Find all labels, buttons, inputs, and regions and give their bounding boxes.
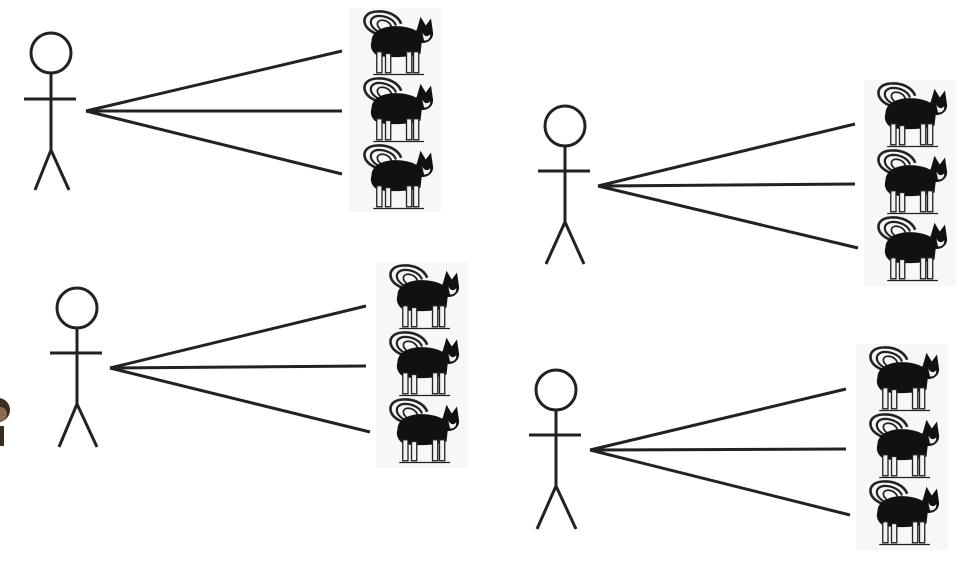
connector-line — [85, 109, 343, 176]
connector-line — [109, 304, 367, 370]
connector-line — [597, 122, 856, 188]
person-group — [529, 344, 948, 550]
stick-figure — [529, 368, 581, 530]
connector-line — [109, 366, 371, 434]
stick-figure — [538, 104, 590, 265]
connector-line — [597, 182, 856, 188]
connector-line — [589, 448, 851, 517]
person-group — [50, 262, 468, 468]
person-group — [24, 8, 441, 212]
connector-line — [589, 387, 847, 452]
connector-line — [589, 447, 847, 452]
edge-figure — [0, 398, 10, 446]
stick-figure — [24, 31, 76, 191]
connector-line — [109, 364, 367, 370]
connector-line — [597, 184, 859, 250]
stick-figure — [50, 286, 102, 448]
person-group — [538, 80, 956, 286]
connector-line — [85, 49, 343, 113]
